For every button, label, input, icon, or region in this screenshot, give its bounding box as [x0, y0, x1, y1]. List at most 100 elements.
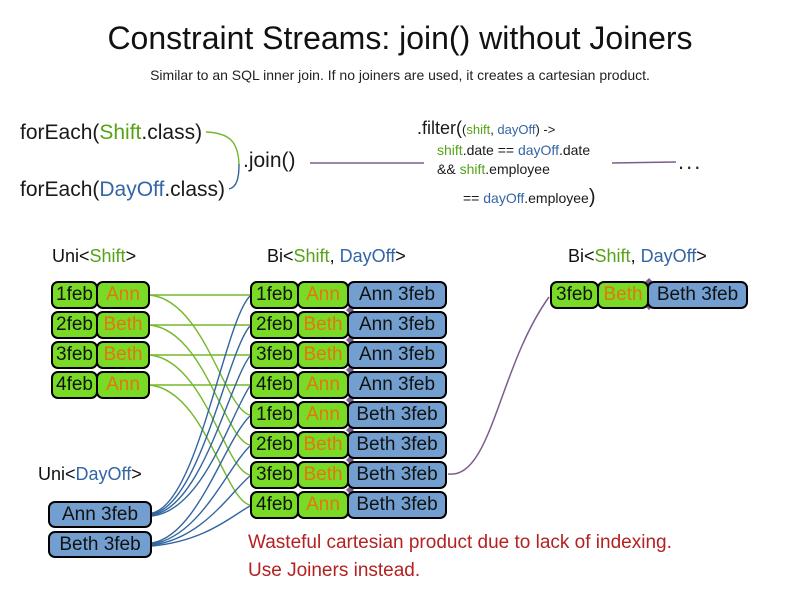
- label-text: Shift: [293, 246, 330, 266]
- label-text: DayOff: [339, 246, 396, 266]
- shift3-line-b: [149, 354, 251, 476]
- dayoff-cell: Ann 3feb: [347, 311, 447, 339]
- label-text: Uni<: [52, 246, 90, 266]
- shift-name-cell: Beth: [597, 281, 649, 309]
- dayoff-cell: Ann 3feb: [347, 281, 447, 309]
- label-text: >: [125, 246, 137, 266]
- code-text: .class): [141, 121, 203, 144]
- dayoff-cell: Ann 3feb: [347, 371, 447, 399]
- label-bi-right: Bi<Shift, DayOff>: [568, 246, 707, 267]
- beth-dayoff-line-4: [151, 505, 251, 547]
- code-text: .date: [558, 142, 591, 158]
- shift-name-cell: Beth: [297, 461, 349, 489]
- code-filter-line2: shift.date == dayOff.date: [437, 142, 590, 158]
- label-text: >: [131, 464, 142, 484]
- code-text: .employee: [485, 161, 550, 177]
- code-text: ): [588, 186, 596, 208]
- beth-dayoff-line-3: [151, 475, 251, 546]
- label-uni-shift: Uni<Shift>: [52, 246, 136, 267]
- code-text: .date ==: [462, 142, 518, 158]
- label-text: Bi<: [267, 246, 294, 266]
- shift-date-cell: 3feb: [550, 281, 599, 309]
- code-text: ==: [463, 190, 484, 206]
- dayoff-cell: Beth 3feb: [347, 401, 447, 429]
- beth-dayoff-line-2: [151, 445, 251, 545]
- shift-class-text: Shift: [99, 121, 142, 144]
- dayoff-cell: Beth 3feb: [347, 491, 447, 519]
- code-foreach-dayoff: forEach(DayOff.class): [20, 178, 225, 202]
- beth-dayoff-line-1: [151, 415, 251, 544]
- code-foreach-shift: forEach(Shift.class): [20, 121, 202, 145]
- brace-dayoff-line: [228, 163, 240, 190]
- code-text: ,: [490, 122, 498, 137]
- shift-name-cell: Ann: [297, 281, 349, 309]
- shift-name-cell: Ann: [96, 281, 150, 309]
- table-row: Beth 3feb: [48, 531, 152, 558]
- code-text: forEach(: [20, 178, 100, 201]
- shift-date-cell: 4feb: [250, 491, 299, 519]
- uni-dayoff-table: Ann 3feb Beth 3feb: [48, 501, 152, 561]
- brace-shift-line: [205, 131, 240, 165]
- dayoff-cell: Beth 3feb: [347, 461, 447, 489]
- shift-name-cell: Ann: [297, 401, 349, 429]
- label-text: >: [696, 246, 707, 266]
- dayoff-cell: Ann 3feb: [48, 501, 152, 528]
- table-row: Ann 3feb: [48, 501, 152, 528]
- filter-to-ellipsis-line: [611, 161, 677, 164]
- code-text: &&: [437, 161, 460, 177]
- dayoff-class-text: DayOff: [99, 178, 165, 201]
- label-text: ,: [329, 246, 340, 266]
- page-title: Constraint Streams: join() without Joine…: [107, 20, 693, 56]
- code-filter-head: .filter((shift, dayOff) ->: [417, 118, 555, 139]
- shift-date-cell: 1feb: [250, 281, 299, 309]
- shift-name-cell: Beth: [96, 341, 150, 369]
- shift-date-cell: 3feb: [51, 341, 98, 369]
- shift-date-cell: 2feb: [250, 431, 299, 459]
- label-bi-mid: Bi<Shift, DayOff>: [267, 246, 406, 267]
- label-text: ,: [630, 246, 641, 266]
- code-text: .filter(: [417, 118, 462, 138]
- subtitle: Similar to an SQL inner join. If no join…: [150, 67, 650, 83]
- shift2-line-b: [149, 324, 251, 446]
- label-text: Shift: [89, 246, 126, 266]
- dayoff-cell: Ann 3feb: [347, 341, 447, 369]
- ann-dayoff-line-4: [151, 385, 251, 517]
- shift-date-cell: 4feb: [51, 371, 98, 399]
- shift-name-cell: Ann: [297, 491, 349, 519]
- label-text: Uni<: [38, 464, 76, 484]
- filtered-row-line: [447, 296, 550, 475]
- dayoff-cell: Beth 3feb: [48, 531, 152, 558]
- label-text: >: [395, 246, 406, 266]
- label-text: DayOff: [75, 464, 132, 484]
- shift-name-cell: Ann: [297, 371, 349, 399]
- shift-date-cell: 1feb: [51, 281, 98, 309]
- filter-args: (shift, dayOff) ->: [462, 122, 555, 137]
- dayoff-arg-text: dayOff: [497, 122, 536, 137]
- code-text: shift: [437, 142, 463, 158]
- warning-line1: Wasteful cartesian product due to lack o…: [248, 532, 672, 553]
- shift1-line-b: [149, 294, 251, 416]
- code-text: dayOff: [483, 190, 525, 206]
- shift-date-cell: 3feb: [250, 461, 299, 489]
- ellipsis: ...: [678, 149, 703, 174]
- shift4-line-b: [149, 384, 251, 506]
- code-text: forEach(: [20, 121, 100, 144]
- shift-date-cell: 2feb: [250, 311, 299, 339]
- code-text: ) ->: [535, 122, 556, 137]
